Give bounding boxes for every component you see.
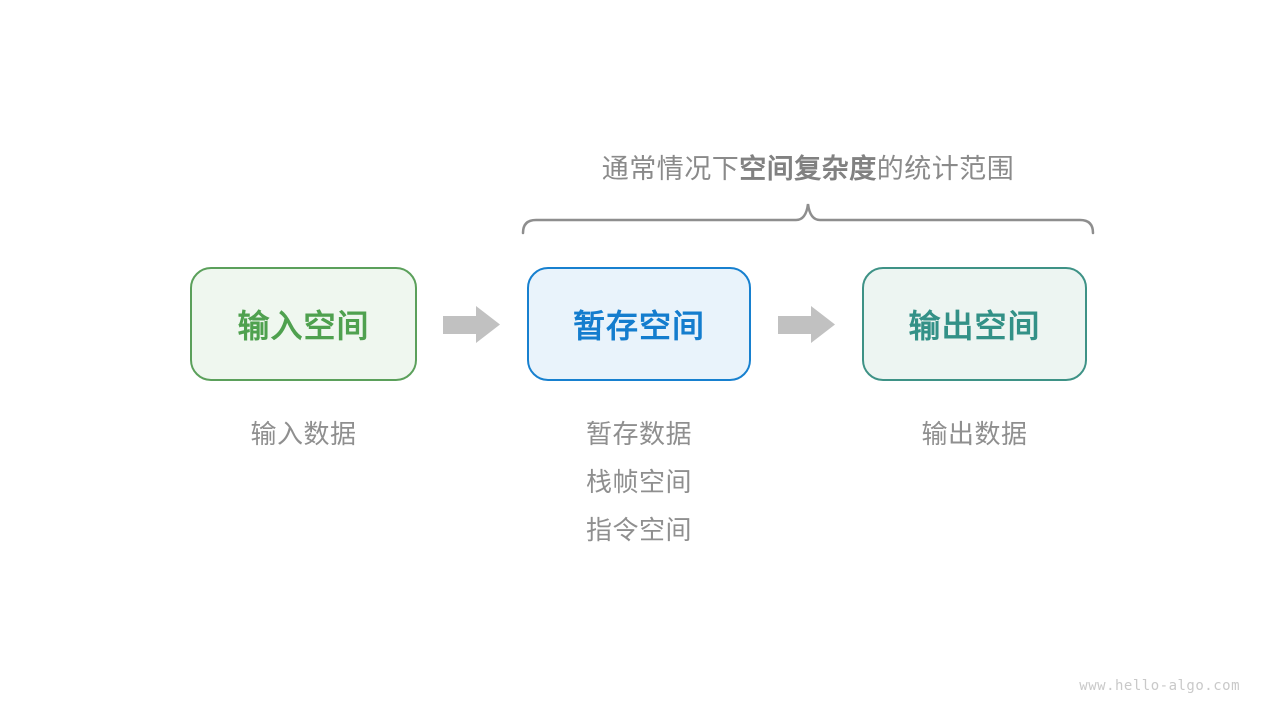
node-output-space-label: 输出空间 (908, 308, 1041, 344)
arrow-right-shape (778, 306, 835, 343)
annotation-instruction-space: 指令空间 (585, 515, 692, 545)
diagram-title: 通常情况下空间复杂度的统计范围 (518, 147, 1098, 186)
title-emphasis: 空间复杂度 (739, 154, 877, 184)
arrow-right-icon (778, 306, 835, 343)
node-temp-space-label: 暂存空间 (572, 308, 705, 344)
annotation-input-data: 输入数据 (250, 419, 357, 449)
arrow-right-icon (443, 306, 500, 343)
node-input-space-label: 输入空间 (237, 308, 370, 344)
title-prefix: 通常情况下 (601, 154, 740, 184)
scope-brace (521, 203, 1095, 235)
annotation-output: 输出数据 (862, 410, 1087, 458)
annotation-output-data: 输出数据 (921, 419, 1028, 449)
watermark: www.hello-algo.com (1079, 678, 1240, 694)
annotation-stack-frame-space: 栈帧空间 (585, 467, 692, 497)
annotation-input: 输入数据 (190, 410, 417, 458)
arrow-right-shape (443, 306, 500, 343)
scope-brace-path (521, 203, 1095, 235)
title-suffix: 的统计范围 (876, 154, 1015, 184)
annotation-temp: 暂存数据 栈帧空间 指令空间 (527, 410, 751, 554)
annotation-temp-data: 暂存数据 (585, 419, 692, 449)
node-output-space: 输出空间 (862, 267, 1087, 381)
node-temp-space: 暂存空间 (527, 267, 751, 381)
node-input-space: 输入空间 (190, 267, 417, 381)
